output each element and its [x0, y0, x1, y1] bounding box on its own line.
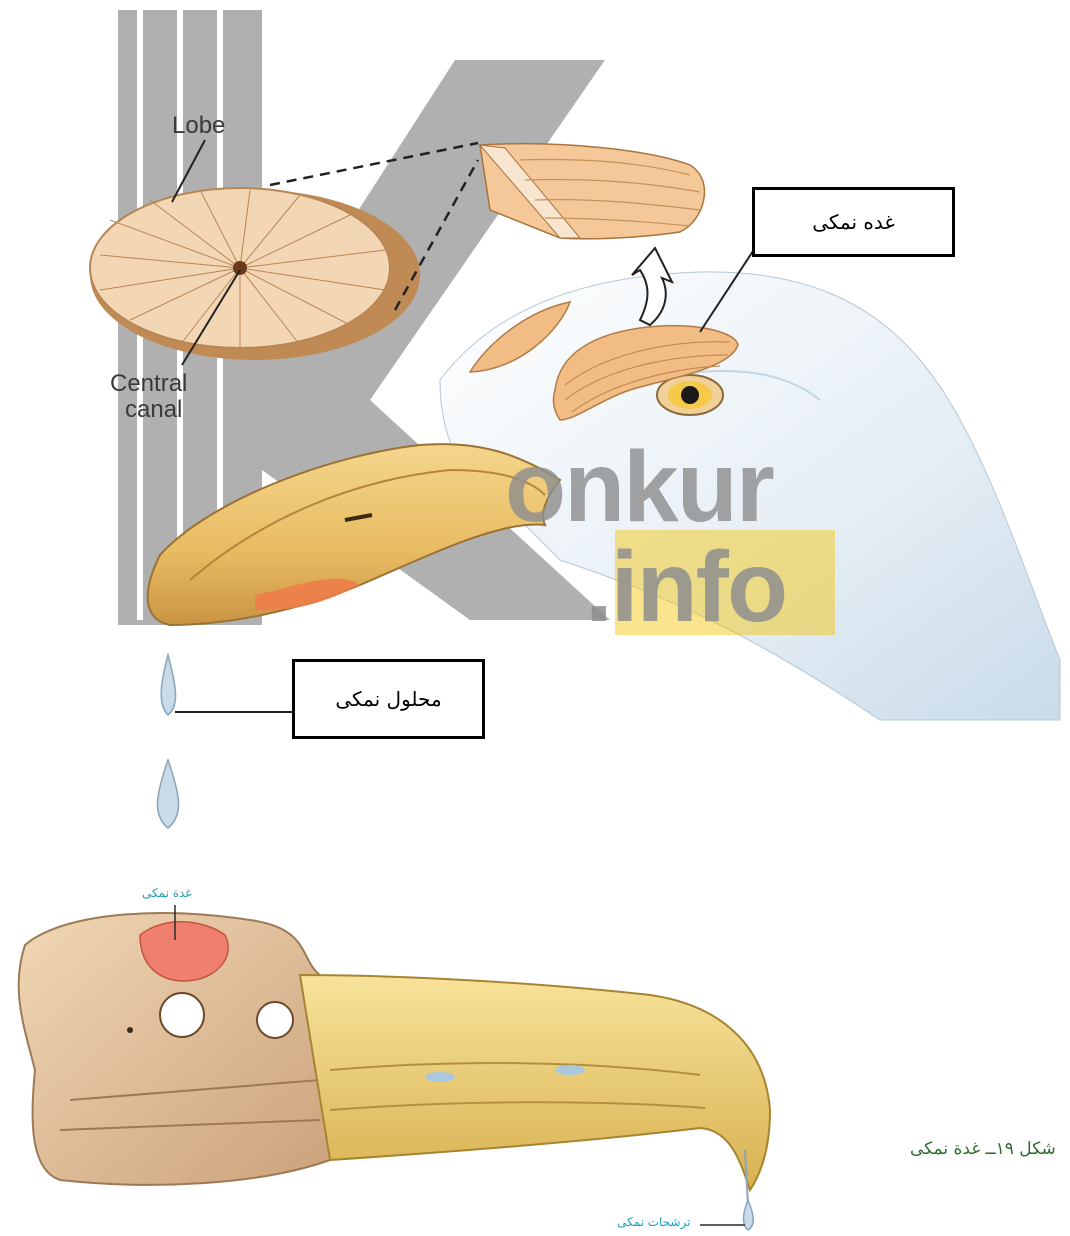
- skull-beak: [300, 975, 770, 1230]
- central-canal-label-1: Central: [110, 370, 187, 398]
- watermark-info: .info: [585, 530, 786, 645]
- watermark-onkur: onkur: [505, 430, 773, 545]
- central-canal-label-2: canal: [125, 396, 182, 424]
- bottom-secretion-label: ترشحات نمكی: [617, 1215, 690, 1229]
- enlarged-gland-section: [480, 144, 704, 239]
- skull-illustration: [19, 913, 330, 1185]
- salt-gland-callout: غده نمکی: [752, 187, 955, 257]
- salt-droplets: [157, 655, 178, 828]
- lobe-label: Lobe: [172, 112, 225, 140]
- bottom-gland-label: غدة نمكی: [142, 886, 192, 900]
- figure-caption: شكل ۱۹ــ غدة نمكی: [910, 1139, 1056, 1159]
- bird-eye: [657, 375, 723, 415]
- salt-solution-callout: محلول نمکی: [292, 659, 485, 739]
